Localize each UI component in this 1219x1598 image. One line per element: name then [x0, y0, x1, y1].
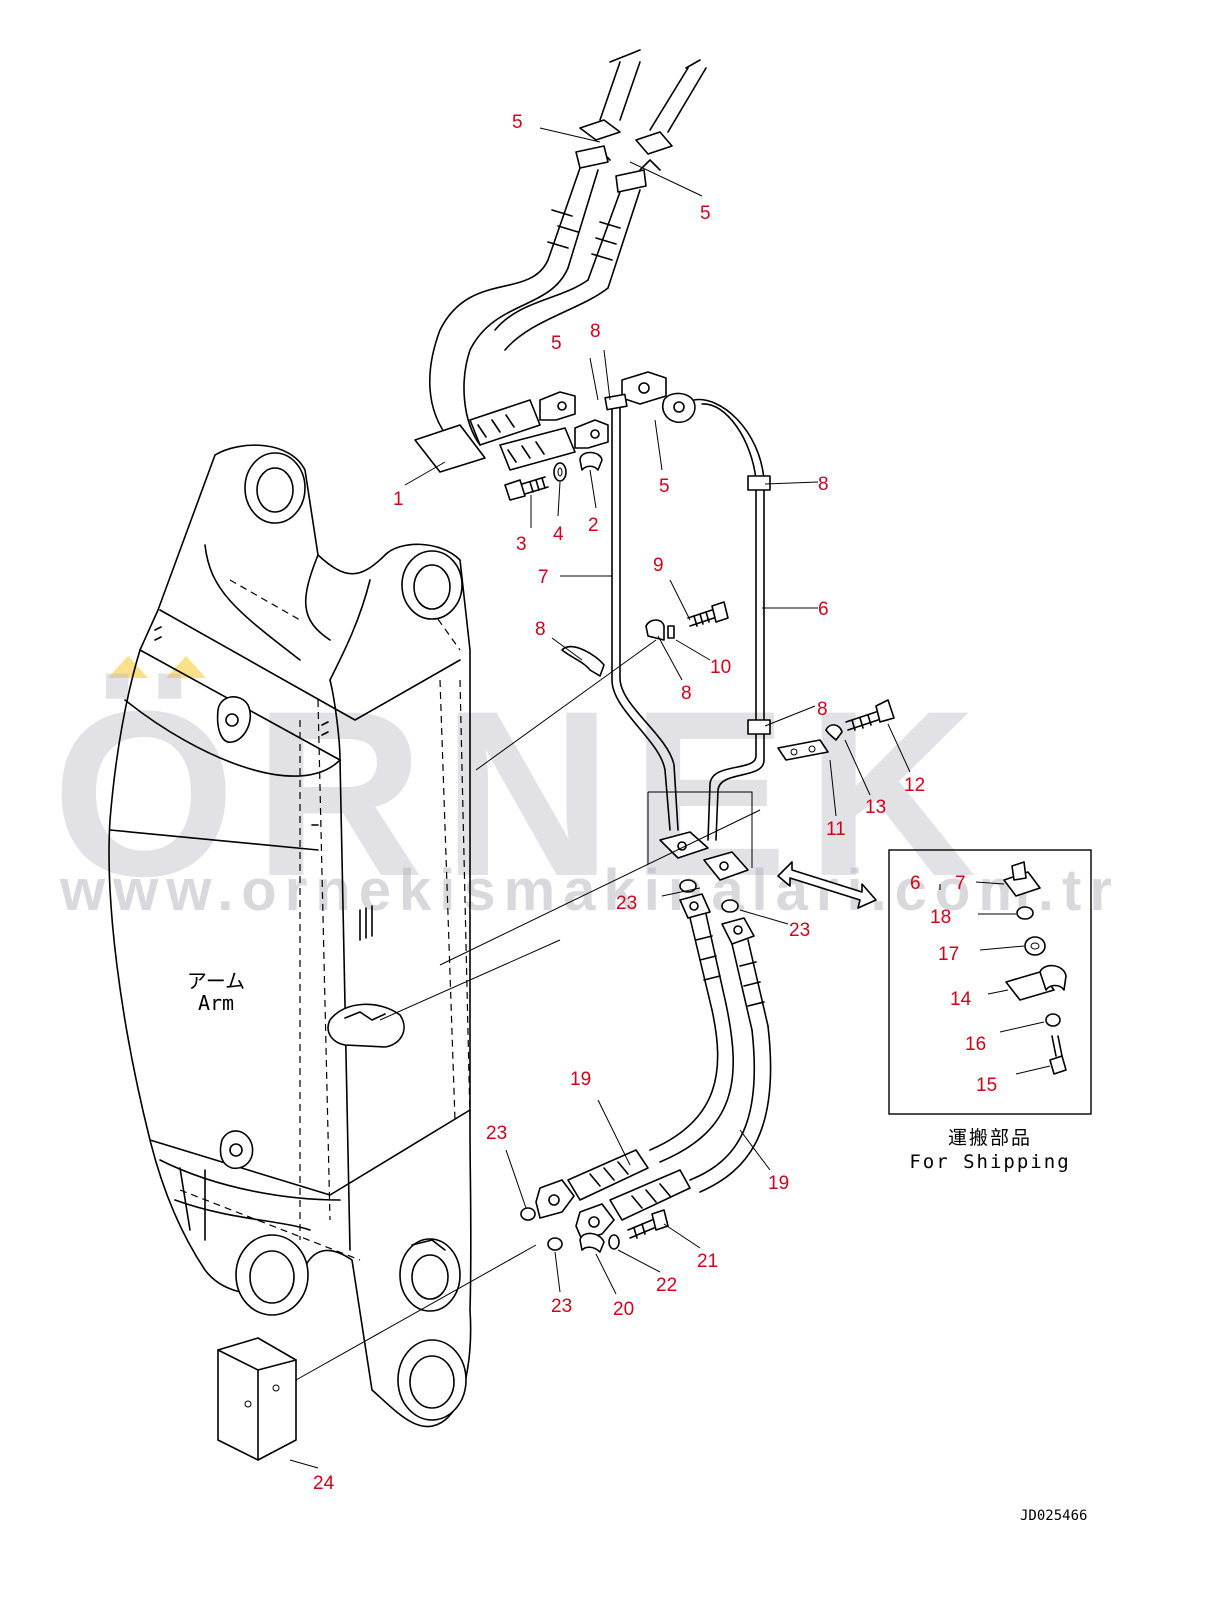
watermark-url: www.ornekismakinalari.com.tr [60, 858, 1120, 923]
leader-lines [289, 127, 911, 1469]
callout-4: 4 [553, 524, 564, 545]
lower-hose-assembly [520, 879, 772, 1253]
shipping-label-jp: 運搬部品 [947, 1127, 1032, 1149]
callout-23: 23 [486, 1123, 508, 1144]
watermark-logo-mark [166, 656, 206, 678]
shipping-label: 運搬部品 For Shipping [900, 1126, 1080, 1174]
callout-19: 19 [570, 1069, 592, 1090]
callout-14: 14 [950, 989, 972, 1010]
shipping-detail-box [777, 849, 1092, 1115]
upper-hose-assembly [414, 49, 707, 473]
arm-label: アーム Arm [168, 970, 264, 1014]
callout-1: 1 [393, 489, 404, 510]
callout-16: 16 [965, 1034, 987, 1055]
callout-9: 9 [653, 555, 664, 576]
arm-body [108, 444, 472, 1428]
clamp-bolt-washer-set [504, 451, 603, 501]
callout-21: 21 [697, 1251, 719, 1272]
callout-18: 18 [930, 907, 952, 928]
callout-19: 19 [768, 1173, 790, 1194]
callout-5: 5 [512, 112, 523, 133]
steel-tube-pair [604, 371, 771, 881]
callout-22: 22 [656, 1275, 678, 1296]
callout-8: 8 [535, 619, 546, 640]
callout-13: 13 [865, 797, 887, 818]
arm-label-en: Arm [197, 991, 235, 1015]
callout-12: 12 [904, 775, 926, 796]
callout-24: 24 [313, 1473, 335, 1494]
callout-15: 15 [976, 1075, 998, 1096]
watermark-brand: ÖRNEK [52, 662, 995, 926]
drawing-id: JD025466 [1020, 1508, 1088, 1524]
callout-20: 20 [613, 1299, 635, 1320]
callout-8: 8 [590, 321, 601, 342]
callout-11: 11 [826, 819, 846, 840]
callout-5: 5 [551, 333, 562, 354]
shipping-cover-block [217, 1337, 297, 1461]
callout-8: 8 [817, 699, 828, 720]
callout-8: 8 [818, 474, 829, 495]
callout-7: 7 [955, 873, 966, 894]
callout-5: 5 [659, 476, 670, 497]
callout-2: 2 [588, 515, 599, 536]
callout-6: 6 [910, 873, 921, 894]
callout-23: 23 [789, 920, 811, 941]
callout-6: 6 [818, 599, 829, 620]
callout-5: 5 [700, 203, 711, 224]
tube-clamps [561, 601, 729, 677]
callout-7: 7 [538, 567, 549, 588]
watermark-logo-mark [108, 656, 148, 678]
shipping-label-en: For Shipping [909, 1151, 1071, 1173]
arm-label-jp: アーム [186, 969, 246, 993]
callout-23: 23 [551, 1296, 573, 1317]
callout-3: 3 [516, 534, 527, 555]
callout-17: 17 [938, 944, 960, 965]
callout-23: 23 [616, 893, 638, 914]
bracket-bolt-set [777, 699, 895, 761]
callout-10: 10 [710, 657, 732, 678]
callout-8: 8 [681, 683, 692, 704]
